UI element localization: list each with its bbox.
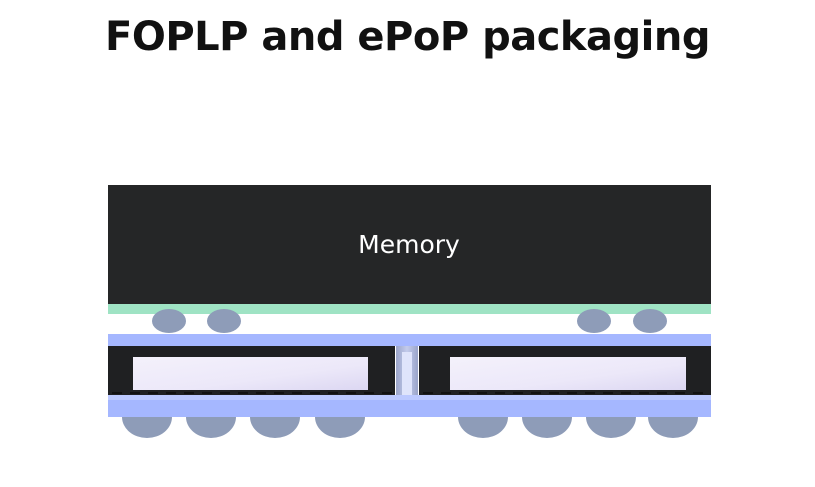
lower-solder-bumps (122, 417, 698, 438)
memory-interface-layer (108, 304, 711, 314)
memory-chip (108, 185, 711, 304)
top-redistribution-layer (108, 334, 711, 346)
memory-label: Memory (358, 230, 460, 259)
solder-bump (315, 417, 365, 438)
via-core (402, 352, 412, 395)
bottom-redistribution-layer (108, 395, 711, 417)
solder-bump (577, 309, 611, 333)
bottom-layer-highlight (108, 395, 711, 400)
solder-bump (152, 309, 186, 333)
solder-bump (633, 309, 667, 333)
solder-bump (522, 417, 572, 438)
die-right (450, 357, 686, 390)
page-title: FOPLP and ePoP packaging (105, 14, 710, 60)
die-left (133, 357, 368, 390)
solder-bump (586, 417, 636, 438)
solder-bump (648, 417, 698, 438)
upper-solder-bumps (152, 309, 667, 333)
solder-bump (207, 309, 241, 333)
solder-bump (250, 417, 300, 438)
solder-bump (458, 417, 508, 438)
solder-bump (122, 417, 172, 438)
solder-bump (186, 417, 236, 438)
